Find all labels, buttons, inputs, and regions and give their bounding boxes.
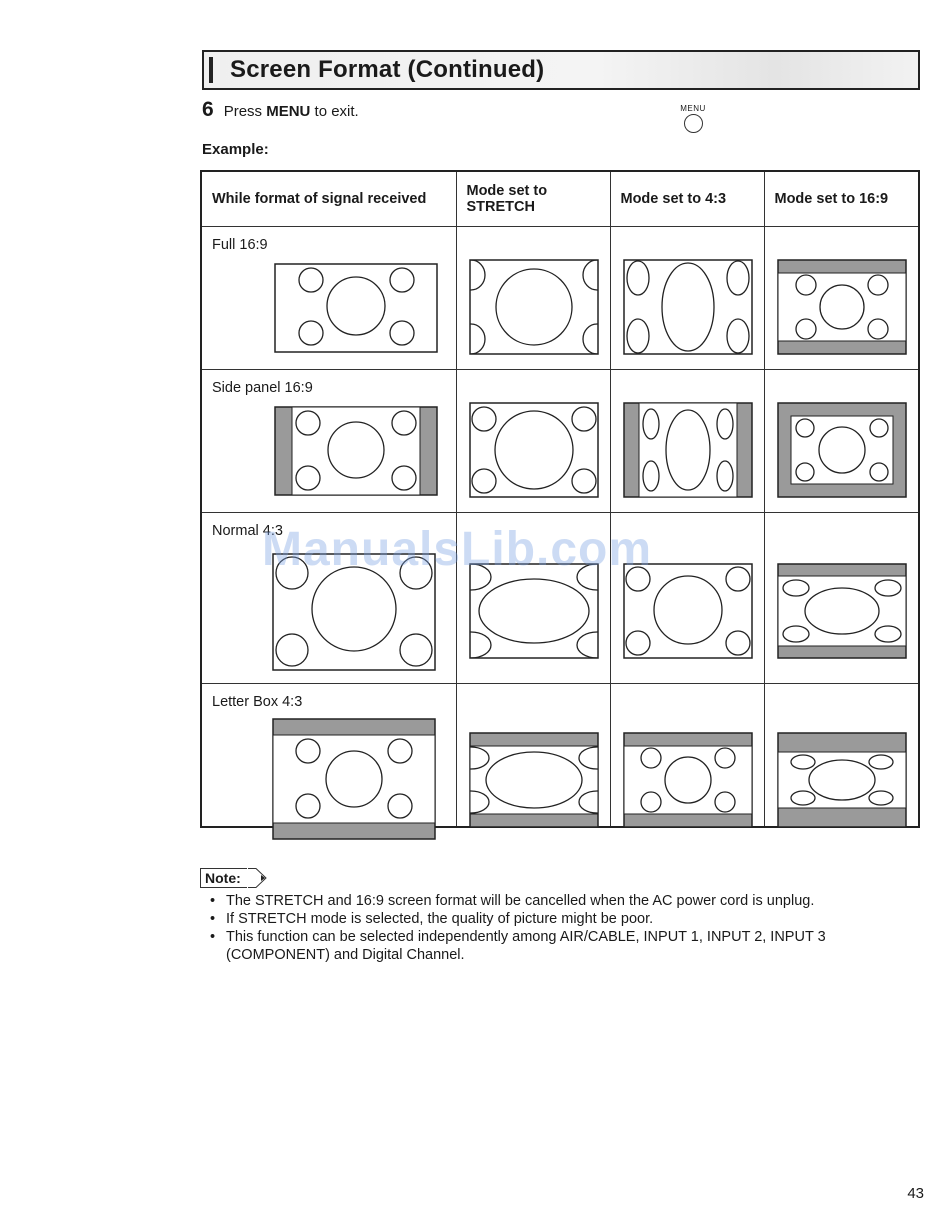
cell-signal: Normal 4:3: [200, 512, 457, 684]
normal-4-3-source-icon: [272, 553, 436, 671]
cell-signal: Full 16:9: [200, 226, 457, 370]
list-item: • If STRETCH mode is selected, the qualit…: [210, 910, 922, 928]
cell-signal: Side panel 16:9: [200, 369, 457, 513]
normal-4-3-16-9-icon: [776, 563, 907, 659]
table-row: Letter Box 4:3: [200, 683, 920, 840]
full-16-9-source-icon: [274, 263, 438, 353]
cell-4-3: [609, 226, 765, 370]
page-title: Screen Format (Continued): [230, 56, 545, 83]
letter-box-4-3-stretch-icon: [468, 732, 599, 828]
letter-box-4-3-4-3-icon: [622, 732, 753, 828]
row-label: Full 16:9: [212, 237, 268, 253]
watermark: ManualsLib.com: [262, 523, 653, 576]
cell-stretch: [455, 226, 611, 370]
normal-4-3-4-3-icon: [622, 563, 753, 659]
menu-button-label: MENU: [680, 104, 706, 113]
full-16-9-16-9-icon: [776, 259, 907, 355]
step-text-before: Press: [223, 103, 267, 120]
cell-stretch: [455, 369, 611, 513]
table-header-row: While format of signal received Mode set…: [200, 170, 920, 227]
bullet-icon: •: [210, 893, 216, 909]
normal-4-3-stretch-icon: [468, 563, 599, 659]
table-row: Normal 4:3: [200, 512, 920, 684]
header-4-3: Mode set to 4:3: [609, 170, 765, 227]
row-label: Side panel 16:9: [212, 380, 313, 396]
bullet-icon: •: [210, 911, 216, 927]
header-16-9: Mode set to 16:9: [763, 170, 920, 227]
cell-16-9: [763, 369, 920, 513]
cell-16-9: [763, 512, 920, 684]
side-panel-16-9-16-9-icon: [776, 402, 907, 498]
note-text: This function can be selected independen…: [226, 929, 826, 963]
table-row: Full 16:9: [200, 226, 920, 370]
cell-4-3: [609, 512, 765, 684]
letter-box-4-3-source-icon: [272, 718, 436, 840]
list-item: • This function can be selected independe…: [210, 928, 922, 964]
step-instruction: 6 Press MENU to exit.: [202, 98, 359, 122]
step-number: 6: [202, 98, 214, 121]
cell-16-9: [763, 226, 920, 370]
side-panel-16-9-4-3-icon: [622, 402, 753, 498]
title-bar-decoration: [209, 57, 213, 83]
cell-4-3: [609, 683, 765, 828]
format-table: While format of signal received Mode set…: [200, 170, 920, 840]
side-panel-16-9-stretch-icon: [468, 402, 599, 498]
step-text-after: to exit.: [310, 103, 359, 120]
cell-signal: Letter Box 4:3: [200, 683, 457, 840]
example-label: Example:: [202, 141, 269, 158]
header-signal: While format of signal received: [200, 170, 457, 227]
note-tag: Note:: [200, 868, 247, 888]
circle-button-icon: [683, 114, 703, 133]
cell-4-3: [609, 369, 765, 513]
note-text: If STRETCH mode is selected, the quality…: [226, 911, 654, 927]
row-label: Normal 4:3: [212, 523, 283, 539]
menu-button-illustration: MENU: [676, 104, 710, 133]
full-16-9-stretch-icon: [468, 259, 599, 355]
page-number: 43: [907, 1185, 924, 1202]
letter-box-4-3-16-9-icon: [776, 732, 907, 828]
bullet-icon: •: [210, 929, 216, 945]
row-label: Letter Box 4:3: [212, 694, 303, 710]
header-stretch: Mode set to STRETCH: [455, 170, 611, 227]
list-item: • The STRETCH and 16:9 screen format will…: [210, 892, 922, 910]
side-panel-16-9-source-icon: [274, 406, 438, 496]
full-16-9-4-3-icon: [622, 259, 753, 355]
cell-16-9: [763, 683, 920, 828]
section-title-box: Screen Format (Continued): [202, 50, 920, 90]
step-menu-word: MENU: [266, 103, 311, 120]
cell-stretch: [455, 683, 611, 828]
table-row: Side panel 16:9: [200, 369, 920, 513]
note-text: The STRETCH and 16:9 screen format will …: [226, 893, 815, 909]
cell-stretch: [455, 512, 611, 684]
note-arrow-icon: [248, 868, 267, 888]
notes-list: • The STRETCH and 16:9 screen format will…: [210, 892, 922, 964]
